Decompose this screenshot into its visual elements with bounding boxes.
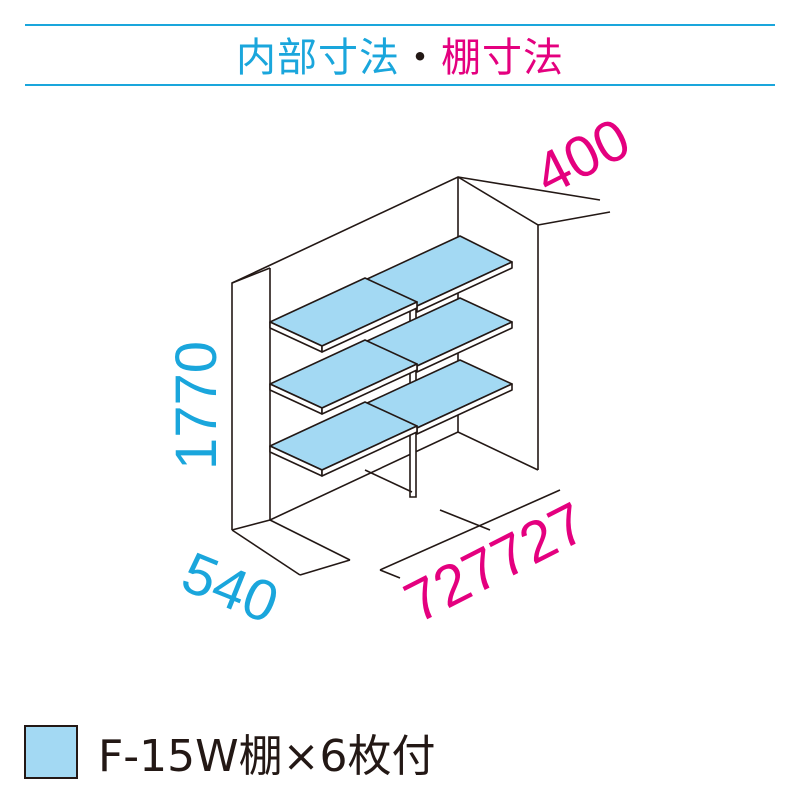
shelf-depth-label: 400 xyxy=(524,106,640,208)
height-label: 1770 xyxy=(164,341,229,470)
header-top-rule xyxy=(25,24,775,26)
page-title: 内部寸法・棚寸法 xyxy=(0,30,800,86)
shelf-width-label: 727727 xyxy=(394,490,596,636)
legend: F-15W棚×6枚付 xyxy=(24,720,436,784)
shelf xyxy=(364,235,513,313)
shelf xyxy=(364,297,513,373)
shelf-color-swatch xyxy=(24,725,78,779)
shelf xyxy=(269,401,418,477)
shelf xyxy=(269,339,418,415)
shelves xyxy=(269,235,513,477)
title-shelf-dimensions: 棚寸法 xyxy=(441,35,564,81)
shelf xyxy=(269,277,418,353)
shelf xyxy=(364,359,513,435)
header-bottom-rule xyxy=(25,84,775,86)
legend-label: F-15W棚×6枚付 xyxy=(98,731,436,782)
title-separator: ・ xyxy=(400,35,441,81)
title-interior-dimensions: 内部寸法 xyxy=(236,35,400,81)
